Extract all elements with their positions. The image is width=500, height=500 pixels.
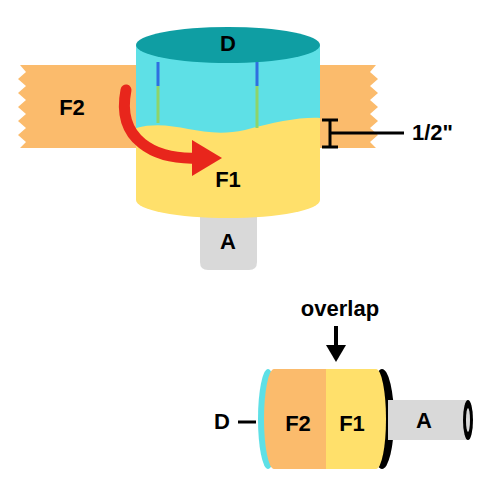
dimension-cap: [322, 146, 338, 149]
cylinder-top-d: D: [216, 29, 240, 58]
wrap-arrow: [124, 90, 198, 158]
part-label: D: [214, 409, 230, 434]
tape-f2: F2: [55, 93, 89, 122]
part-name: F1: [339, 411, 365, 436]
mark-blue: [157, 62, 160, 86]
shaft-end: [463, 400, 473, 440]
band-f1-side: [326, 369, 386, 469]
leader-line: [238, 421, 256, 424]
band-f2-side: F2: [281, 409, 315, 438]
part-name: A: [416, 408, 432, 433]
leader-line: [330, 132, 404, 135]
mark-blue: [256, 62, 259, 86]
mark-green: [157, 86, 160, 123]
band-f1-side: F1: [335, 409, 369, 438]
overlap-label: overlap: [301, 296, 379, 321]
shaft-a: A: [216, 227, 240, 256]
dimension-label: 1/2": [412, 120, 453, 145]
part-name: F2: [59, 95, 85, 120]
overlap-arrowhead: [326, 345, 346, 362]
shaft-side: [388, 400, 468, 440]
dimension-cap: [322, 119, 338, 122]
band-f1: [136, 45, 320, 218]
cylinder-top: [136, 27, 320, 63]
shaft-bore: [466, 408, 470, 432]
band-f2-side: [264, 369, 326, 469]
part-name: D: [220, 31, 236, 56]
part-name: F1: [215, 167, 241, 192]
part-name: F2: [285, 411, 311, 436]
band-f1: F1: [211, 165, 245, 194]
part-name: A: [220, 229, 236, 254]
mark-green: [256, 86, 259, 128]
overlap-arrow: [334, 326, 338, 348]
shaft-a-side: A: [412, 406, 436, 435]
